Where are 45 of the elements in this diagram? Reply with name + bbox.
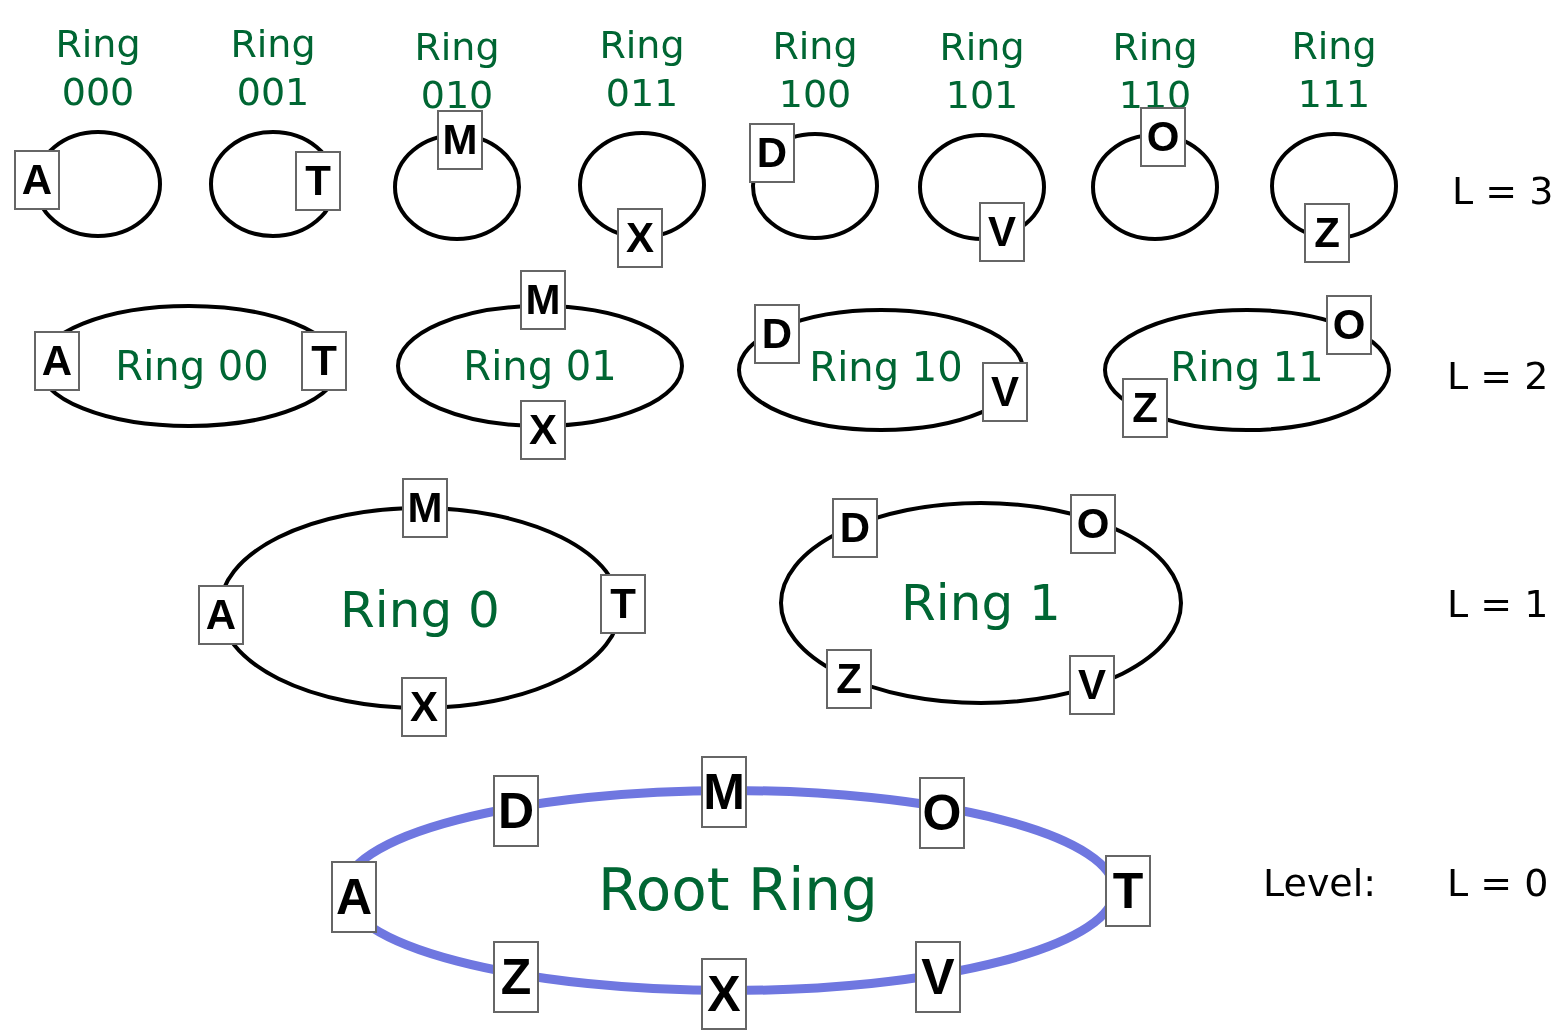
- ring-name: Ring 000: [54, 21, 142, 116]
- node-letter-tag: A: [331, 861, 377, 933]
- node-letter-tag: M: [520, 270, 566, 330]
- node-letter-tag: A: [198, 585, 244, 645]
- node-letter-tag: M: [402, 478, 448, 538]
- ring-name: Ring 101: [938, 24, 1026, 119]
- node-letter-tag: A: [14, 150, 60, 210]
- level-label: L = 2: [1447, 357, 1549, 395]
- node-letter-tag: V: [1069, 655, 1115, 715]
- node-letter-tag: T: [1105, 855, 1151, 927]
- ring-name: Ring 0: [340, 585, 500, 635]
- node-letter-tag: D: [832, 498, 878, 558]
- level-label: L = 1: [1447, 585, 1549, 623]
- node-letter-tag: T: [600, 574, 646, 634]
- node-letter-tag: T: [301, 331, 347, 391]
- node-letter-tag: O: [1326, 295, 1372, 355]
- node-letter-tag: V: [915, 941, 961, 1013]
- node-letter-tag: O: [1070, 494, 1116, 554]
- ring-name: Ring 111: [1290, 23, 1378, 118]
- node-letter-tag: O: [919, 777, 965, 849]
- node-letter-tag: A: [34, 331, 80, 391]
- node-letter-tag: O: [1140, 107, 1186, 167]
- node-letter-tag: D: [749, 123, 795, 183]
- level-label: L = 3: [1452, 172, 1554, 210]
- node-letter-tag: Z: [1304, 203, 1350, 263]
- node-letter-tag: T: [295, 151, 341, 211]
- ring-name: Ring 011: [598, 22, 686, 117]
- node-letter-tag: D: [754, 304, 800, 364]
- level-label: L = 0: [1447, 864, 1549, 902]
- node-letter-tag: Z: [826, 649, 872, 709]
- node-letter-tag: Z: [1122, 378, 1168, 438]
- node-letter-tag: X: [701, 958, 747, 1030]
- node-letter-tag: V: [982, 362, 1028, 422]
- node-letter-tag: X: [617, 208, 663, 268]
- level-label: Level:: [1263, 864, 1377, 902]
- node-letter-tag: V: [979, 202, 1025, 262]
- node-letter-tag: X: [401, 677, 447, 737]
- ring-name: Ring 001: [229, 21, 317, 116]
- node-letter-tag: D: [493, 775, 539, 847]
- node-letter-tag: M: [701, 756, 747, 828]
- node-letter-tag: M: [437, 110, 483, 170]
- node-letter-tag: X: [520, 400, 566, 460]
- ring-name: Ring 100: [771, 23, 859, 118]
- ring-name: Ring 1: [901, 578, 1061, 628]
- node-letter-tag: Z: [493, 941, 539, 1013]
